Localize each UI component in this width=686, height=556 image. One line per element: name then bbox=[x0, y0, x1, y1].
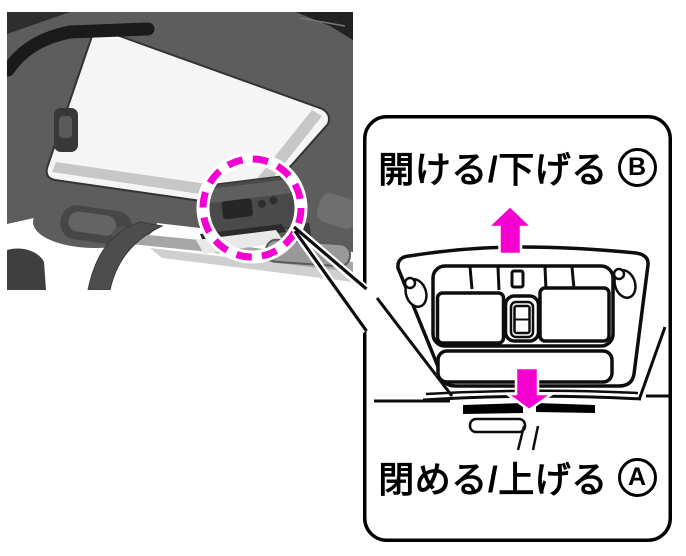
sun-visor bbox=[316, 193, 353, 229]
roof-contour-right bbox=[637, 326, 667, 401]
windshield-edge-band bbox=[150, 248, 353, 282]
sensor-left bbox=[403, 276, 428, 308]
panel-notch bbox=[510, 269, 525, 289]
leader-line bbox=[531, 425, 540, 451]
bottom-tab bbox=[468, 417, 527, 434]
rail-switch-notch bbox=[59, 116, 72, 138]
callout-pointer bbox=[291, 223, 370, 334]
seat-headrest bbox=[7, 248, 46, 290]
marker-circle-b: B bbox=[617, 147, 657, 187]
down-arrow-icon bbox=[503, 366, 556, 412]
label-open-lower-text: 開ける/下げる bbox=[378, 149, 608, 190]
callout-box-gap bbox=[360, 289, 369, 331]
roof-trim-left bbox=[7, 12, 70, 34]
sunroof-frame-band bbox=[7, 22, 155, 77]
sensor-right bbox=[612, 267, 637, 299]
panel-divider bbox=[570, 266, 576, 290]
map-light-right bbox=[538, 286, 611, 343]
roof-trim-right bbox=[296, 12, 353, 40]
overhead-console-diagram bbox=[374, 245, 670, 451]
panel-divider bbox=[543, 266, 548, 291]
bottom-slot-right bbox=[536, 403, 595, 413]
map-light-left bbox=[435, 291, 506, 345]
a-pillar bbox=[87, 221, 164, 290]
bottom-slot-left bbox=[463, 403, 523, 414]
leader-line bbox=[516, 425, 526, 451]
panel-divider bbox=[468, 266, 474, 290]
marker-circle-a: A bbox=[617, 457, 657, 497]
sunroof-glass-shade-strip bbox=[52, 110, 322, 202]
label-close-raise-text: 閉める/上げる bbox=[378, 459, 608, 500]
roof-trim-streak bbox=[299, 17, 346, 27]
highlight-circle-icon bbox=[199, 155, 305, 261]
label-close-raise: 閉める/上げる A bbox=[363, 452, 672, 502]
panel-divider bbox=[496, 266, 501, 291]
label-open-lower: 開ける/下げる B bbox=[363, 142, 672, 192]
up-arrow-icon bbox=[484, 204, 536, 256]
